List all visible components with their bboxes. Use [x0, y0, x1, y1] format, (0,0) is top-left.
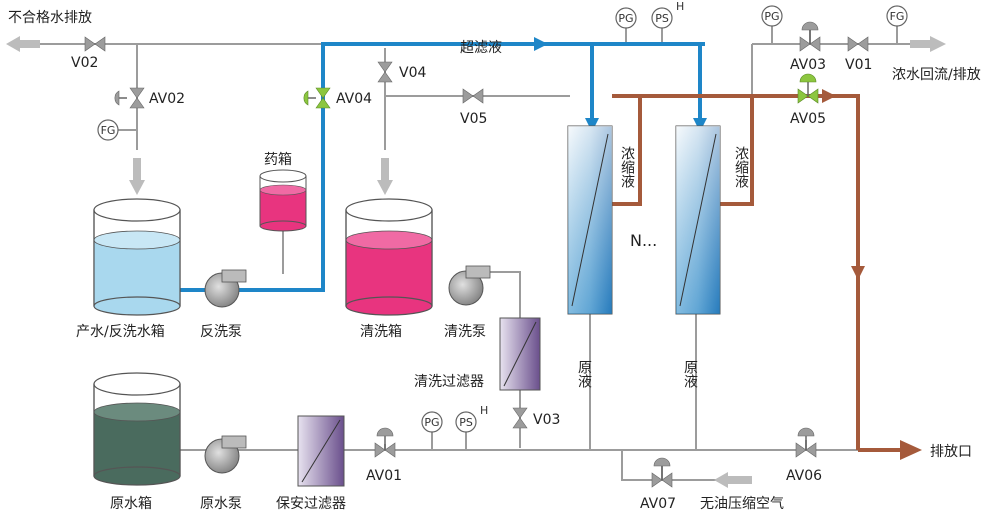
svg-text:PG: PG: [764, 10, 779, 23]
svg-text:H: H: [480, 404, 488, 417]
label-feed-1: 原液: [576, 360, 592, 388]
valve-v05[interactable]: [462, 88, 484, 104]
safety-filter: [297, 415, 345, 487]
label-av02: AV02: [149, 91, 185, 107]
label-raw-tank: 原水箱: [110, 496, 152, 512]
ps-gauge-bottom: PS H: [455, 404, 488, 433]
valve-v03[interactable]: [512, 407, 528, 429]
backwash-pump: [204, 269, 247, 308]
concentrate-pipes: [612, 94, 900, 452]
label-feed-2: 原液: [682, 360, 698, 388]
pg-gauge-bottom: PG: [421, 411, 443, 433]
uf-membrane-2: [675, 125, 721, 315]
label-v04: V04: [399, 65, 426, 81]
label-conc-1: 浓缩液: [619, 146, 635, 188]
label-conc-2: 浓缩液: [733, 146, 749, 188]
label-medicine-tank: 药箱: [264, 152, 292, 168]
labels: 不合格水排放 V02 AV02 AV04 V04 V05 超滤液 AV03 V0…: [8, 10, 981, 512]
valve-av05[interactable]: [797, 73, 819, 104]
valve-v02[interactable]: [84, 36, 106, 52]
clean-filter: [499, 317, 541, 391]
pg-gauge-top: PG: [615, 7, 637, 29]
clean-tank: [345, 198, 433, 316]
label-av03: AV03: [790, 57, 826, 73]
label-drain: 排放口: [930, 444, 972, 460]
valve-av04[interactable]: [303, 87, 331, 109]
label-clean-pump: 清洗泵: [444, 324, 486, 340]
valve-av07[interactable]: [651, 457, 673, 488]
label-av04: AV04: [336, 91, 372, 107]
svg-text:PG: PG: [424, 416, 439, 429]
svg-text:H: H: [676, 0, 684, 13]
medicine-tank: [259, 169, 307, 232]
valve-av06[interactable]: [795, 427, 817, 458]
label-av01: AV01: [366, 468, 402, 484]
svg-text:FG: FG: [101, 124, 116, 137]
product-backwash-tank: [93, 198, 181, 316]
label-v01: V01: [845, 57, 872, 73]
flow-arrows: [6, 36, 946, 488]
valve-v04[interactable]: [377, 61, 393, 83]
label-av07: AV07: [640, 496, 676, 512]
pg-gauge-right: PG: [761, 5, 783, 27]
valve-av02[interactable]: [114, 87, 145, 109]
valve-v01[interactable]: [847, 36, 869, 52]
label-n-more: N...: [630, 231, 657, 250]
label-permeate: 超滤液: [460, 40, 502, 56]
label-av05: AV05: [790, 111, 826, 127]
raw-water-tank: [93, 372, 181, 486]
ps-gauge-top: PS H: [651, 0, 684, 29]
uf-membrane-1: [567, 125, 613, 315]
svg-text:FG: FG: [890, 10, 905, 23]
label-raw-pump: 原水泵: [200, 496, 242, 512]
label-oil-free-air: 无油压缩空气: [700, 496, 784, 512]
label-clean-tank: 清洗箱: [360, 324, 402, 340]
fg-gauge-right: FG: [886, 5, 908, 27]
svg-text:PS: PS: [459, 416, 473, 429]
clean-pump: [448, 265, 491, 306]
label-v05: V05: [460, 111, 487, 127]
label-av06: AV06: [786, 468, 822, 484]
raw-water-pump: [204, 435, 247, 474]
svg-text:PS: PS: [655, 12, 669, 25]
fg-gauge-left: FG: [97, 119, 137, 141]
label-concentrate-return: 浓水回流/排放: [892, 67, 981, 83]
valve-av03[interactable]: [799, 21, 821, 52]
label-backwash-pump: 反洗泵: [200, 324, 242, 340]
label-clean-filter: 清洗过滤器: [414, 374, 484, 390]
label-safety-filter: 保安过滤器: [276, 496, 346, 512]
valve-av01[interactable]: [374, 427, 396, 458]
label-reject-discharge: 不合格水排放: [8, 10, 92, 26]
label-product-tank: 产水/反洗水箱: [76, 324, 165, 340]
permeate-pipes: [178, 42, 705, 292]
svg-text:PG: PG: [618, 12, 633, 25]
label-v02: V02: [71, 55, 98, 71]
label-v03: V03: [533, 412, 560, 428]
